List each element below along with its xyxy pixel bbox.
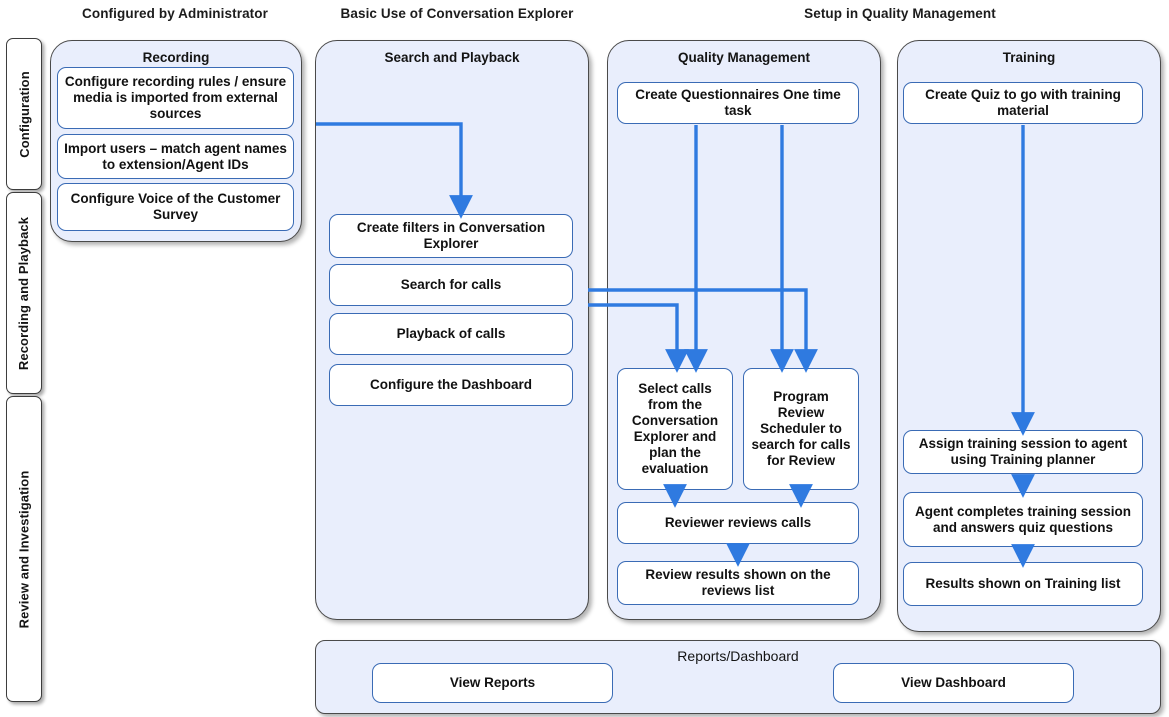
node-program-review-scheduler-to-search-for-calls-for-review[interactable]: Program Review Scheduler to search for c… xyxy=(743,368,859,490)
node-import-users-match-agent-names-to-extension-agent-ids[interactable]: Import users – match agent names to exte… xyxy=(57,134,294,179)
node-search-for-calls[interactable]: Search for calls xyxy=(329,264,573,306)
node-view-reports[interactable]: View Reports xyxy=(372,663,613,703)
node-create-quiz-to-go-with-training-material[interactable]: Create Quiz to go with training material xyxy=(903,82,1143,124)
node-create-questionnaires-one-time-task[interactable]: Create Questionnaires One time task xyxy=(617,82,859,124)
phase-tab-configuration[interactable]: Configuration xyxy=(6,38,42,190)
panel-title-quality-management: Quality Management xyxy=(677,50,811,65)
node-results-shown-on-training-list[interactable]: Results shown on Training list xyxy=(903,562,1143,606)
node-view-dashboard[interactable]: View Dashboard xyxy=(833,663,1074,703)
node-configure-the-dashboard[interactable]: Configure the Dashboard xyxy=(329,364,573,406)
panel-title-recording: Recording xyxy=(142,50,210,65)
phase-tab-label: Configuration xyxy=(16,70,32,158)
column-header-basic-use-of-conversation-explorer: Basic Use of Conversation Explorer xyxy=(340,6,574,21)
column-header-configured-by-administrator: Configured by Administrator xyxy=(82,6,268,21)
panel-title-reports-dashboard: Reports/Dashboard xyxy=(677,648,799,664)
phase-tab-label: Review and Investigation xyxy=(16,470,32,628)
node-playback-of-calls[interactable]: Playback of calls xyxy=(329,313,573,355)
node-assign-training-session-to-agent-using-training-planner[interactable]: Assign training session to agent using T… xyxy=(903,430,1143,474)
node-review-results-shown-on-the-reviews-list[interactable]: Review results shown on the reviews list xyxy=(617,561,859,605)
phase-tab-recording-and-playback[interactable]: Recording and Playback xyxy=(6,192,42,394)
phase-tab-label: Recording and Playback xyxy=(16,216,32,370)
phase-tab-review-and-investigation[interactable]: Review and Investigation xyxy=(6,396,42,702)
node-agent-completes-training-session-and-answers-quiz-questions[interactable]: Agent completes training session and ans… xyxy=(903,492,1143,547)
panel-title-training: Training xyxy=(1002,50,1056,65)
node-reviewer-reviews-calls[interactable]: Reviewer reviews calls xyxy=(617,502,859,544)
node-configure-recording-rules-ensure-media-is-imported-from-exte[interactable]: Configure recording rules / ensure media… xyxy=(57,67,294,129)
node-configure-voice-of-the-customer-survey[interactable]: Configure Voice of the Customer Survey xyxy=(57,183,294,231)
node-create-filters-in-conversation-explorer[interactable]: Create filters in Conversation Explorer xyxy=(329,214,573,258)
node-select-calls-from-the-conversation-explorer-and-plan-the-eva[interactable]: Select calls from the Conversation Explo… xyxy=(617,368,733,490)
column-header-setup-in-quality-management: Setup in Quality Management xyxy=(804,6,996,21)
panel-title-search-and-playback: Search and Playback xyxy=(384,50,520,65)
